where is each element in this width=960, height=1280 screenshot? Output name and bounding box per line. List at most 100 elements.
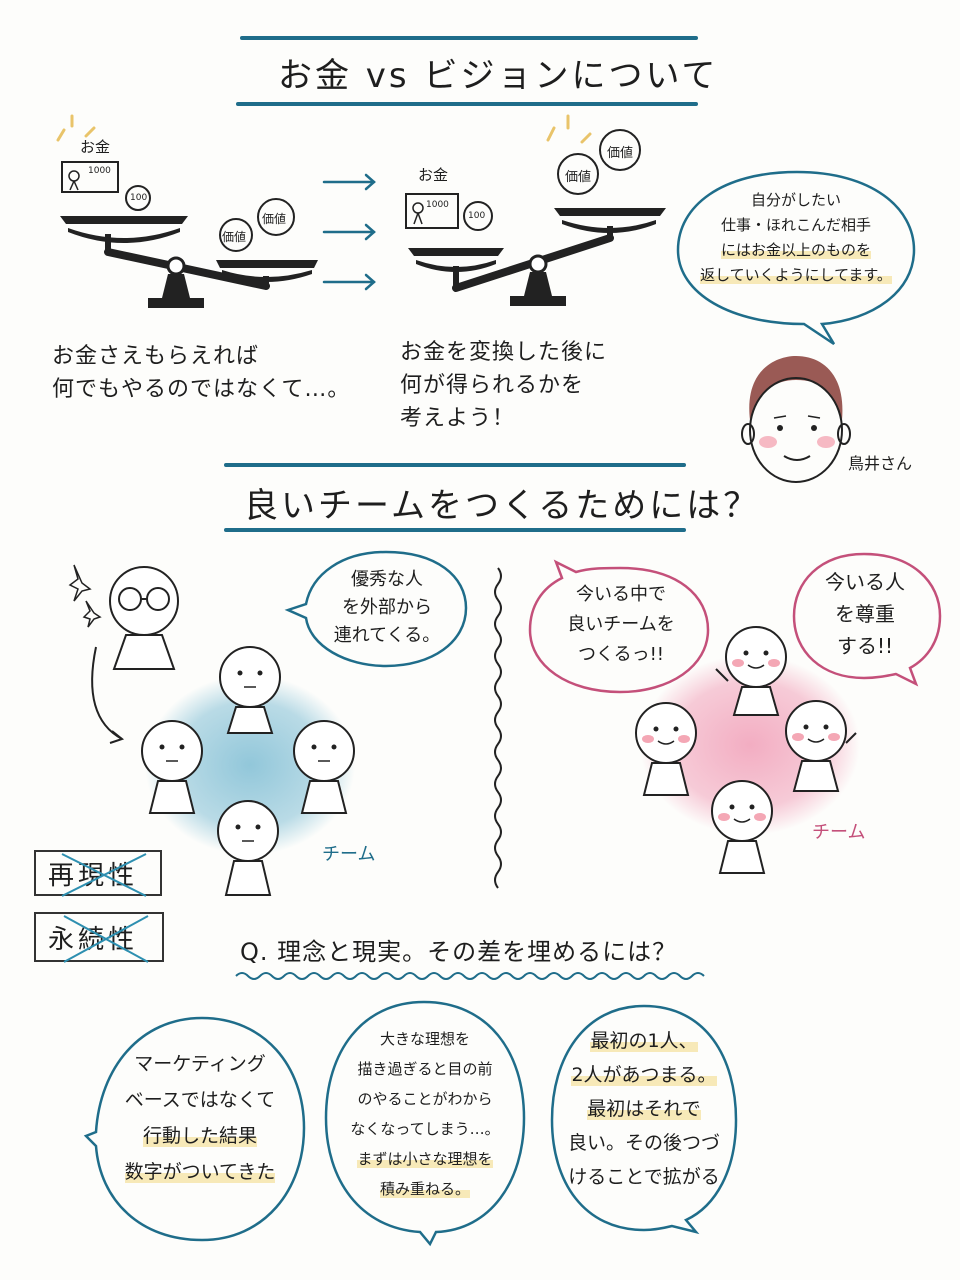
struck-box-2-text: 永続性	[48, 924, 139, 955]
title-rule-top	[240, 36, 698, 40]
team-member-figure	[711, 780, 773, 874]
caption-right: お金を変換した後に 何が得られるかを 考えよう！	[400, 336, 607, 435]
bottom-bubble-2-line-2: 描き過ぎると目の前	[357, 1060, 493, 1078]
bottom-bubble-1-line-2: ベースではなくて	[124, 1089, 276, 1111]
sparkle-icon	[56, 114, 96, 142]
bottom-bubble-2-line-1: 大きな理想を	[379, 1030, 470, 1048]
right-bubble-1-line-3: つくるっ!!	[577, 644, 665, 665]
right-bubble-2-line-1: 今いる人	[825, 570, 905, 594]
caption-right-line-1: お金を変換した後に	[400, 340, 608, 365]
money-label-left: お金	[80, 138, 111, 156]
left-team-drawing	[68, 564, 355, 896]
value-coin-icon	[557, 153, 599, 195]
sparkle-icon	[82, 600, 102, 628]
left-team-label: チーム	[322, 844, 376, 865]
cross-icon	[61, 853, 147, 897]
right-bubble-1-line-1: 今いる中で	[576, 584, 666, 605]
caption-left-line-1: お金さえもらえれば	[52, 344, 260, 369]
speech-bubble-outline	[676, 170, 916, 346]
speech-line-4: 返していくようにしてます。	[700, 266, 892, 284]
coin-icon	[463, 201, 493, 231]
wavy-divider	[494, 567, 502, 889]
left-bubble-line-2: を外部から	[342, 597, 432, 618]
bill-icon	[405, 193, 459, 229]
title-rule-bottom-2	[224, 528, 686, 532]
coin-icon	[125, 185, 151, 211]
bottom-bubble-1-outline	[83, 1016, 306, 1242]
speech-line-2: 仕事・ほれこんだ相手	[720, 216, 871, 234]
section-title-good-team: 良いチームをつくるためには？	[244, 486, 761, 526]
bottom-bubble-3-line-1: 最初の1人、	[590, 1030, 698, 1052]
sparkle-icon	[546, 114, 592, 144]
title-rule-bottom	[236, 102, 698, 106]
bill-value-right: 1000	[426, 200, 449, 210]
bottom-bubble-2-line-3: のやることがわから	[357, 1090, 493, 1108]
caption-left-line-2: 何でもやるのではなくて…。	[52, 377, 351, 402]
value-coin-icon	[257, 198, 295, 236]
question-wavy-underline	[235, 972, 705, 980]
team-member-figure	[785, 700, 857, 792]
team-member-figure	[635, 702, 697, 796]
coin-value-right: 100	[468, 211, 486, 221]
right-bubble-2-outline	[792, 552, 942, 687]
arrow-right-icon	[322, 273, 376, 291]
right-bubble-2-line-2: を尊重	[835, 602, 895, 626]
bottom-bubble-3-line-5: けることで拡がる	[568, 1166, 720, 1188]
left-bubble-outline	[284, 550, 468, 668]
sparkle-icon	[68, 564, 92, 602]
team-member-figure	[217, 800, 279, 896]
struck-box-sustainability: 永続性	[34, 912, 164, 963]
left-bubble-line-3: 連れてくる。	[333, 625, 441, 646]
team-member-figure	[141, 720, 203, 814]
bottom-bubble-2-line-4: なくなってしまう…。	[350, 1120, 500, 1138]
right-team-label: チーム	[812, 822, 866, 843]
right-bubble-1-outline	[528, 559, 710, 694]
bottom-bubble-2-line-5: まずは小さな理想を	[357, 1150, 493, 1168]
value-coin-icon	[219, 218, 253, 252]
speech-line-3: にはお金以上のものを	[720, 241, 871, 259]
bottom-bubble-1-line-1: マーケティング	[134, 1053, 266, 1075]
bottom-bubble-2-text: 大きな理想を 描き過ぎると目の前 のやることがわから なくなってしまう…。 まず…	[328, 1024, 522, 1204]
team-member-figure	[219, 646, 281, 734]
bottom-bubble-1-line-3: 行動した結果	[142, 1125, 257, 1147]
arrows-group	[322, 173, 376, 291]
speech-line-1: 自分がしたい	[750, 191, 841, 209]
right-bubble-1-text: 今いる中で 良いチームを つくるっ!!	[536, 580, 706, 670]
struck-box-1-text: 再現性	[48, 860, 139, 891]
bill-icon	[61, 161, 119, 193]
bottom-bubble-1-line-4: 数字がついてきた	[124, 1161, 276, 1183]
value-label-left-1: 価値	[222, 230, 247, 244]
arrow-right-icon	[322, 223, 376, 241]
section-title-money-vs-vision: お金 vs ビジョンについて	[278, 56, 719, 96]
face-outline	[749, 377, 843, 483]
bottom-bubble-3-line-3: 最初はそれで	[587, 1098, 701, 1120]
hair	[749, 356, 843, 420]
value-coin-icon	[599, 129, 641, 171]
recruited-person-figure	[109, 566, 179, 670]
team-member-figure	[293, 720, 355, 814]
cross-icon	[63, 915, 149, 963]
caption-left: お金さえもらえれば 何でもやるのではなくて…。	[52, 340, 350, 406]
balance-scale-left	[56, 114, 318, 308]
value-label-left-2: 価値	[262, 212, 287, 226]
person-portrait	[741, 356, 851, 483]
bottom-bubble-3-line-4: 良い。その後つづ	[567, 1132, 720, 1154]
left-bubble-line-1: 優秀な人	[351, 569, 423, 590]
speech-bubble-text: 自分がしたい 仕事・ほれこんだ相手 にはお金以上のものを 返していくようにしてま…	[686, 188, 906, 288]
caption-right-line-3: 考えよう！	[400, 406, 516, 431]
coin-value-left: 100	[130, 193, 148, 203]
bottom-bubble-3-outline	[550, 1004, 738, 1235]
bottom-bubble-2-line-6: 積み重ねる。	[379, 1180, 470, 1198]
left-bubble-text: 優秀な人 を外部から 連れてくる。	[312, 566, 462, 650]
bottom-bubble-3-text: 最初の1人、 2人があつまる。 最初はそれで 良い。その後つづ けることで拡がる	[556, 1024, 732, 1194]
bill-value-left: 1000	[88, 166, 111, 176]
bottom-bubble-3-line-2: 2人があつまる。	[571, 1064, 717, 1086]
money-label-right: お金	[418, 166, 449, 184]
question-heading: Q. 理念と現実。その差を埋めるには？	[240, 938, 678, 966]
caption-right-line-2: 何が得られるかを	[400, 373, 585, 398]
team-member-figure	[715, 626, 787, 716]
right-team-drawing	[635, 626, 860, 874]
value-label-right-1: 価値	[565, 170, 592, 185]
struck-box-reproducibility: 再現性	[34, 850, 162, 897]
right-bubble-1-line-2: 良いチームを	[567, 614, 675, 635]
